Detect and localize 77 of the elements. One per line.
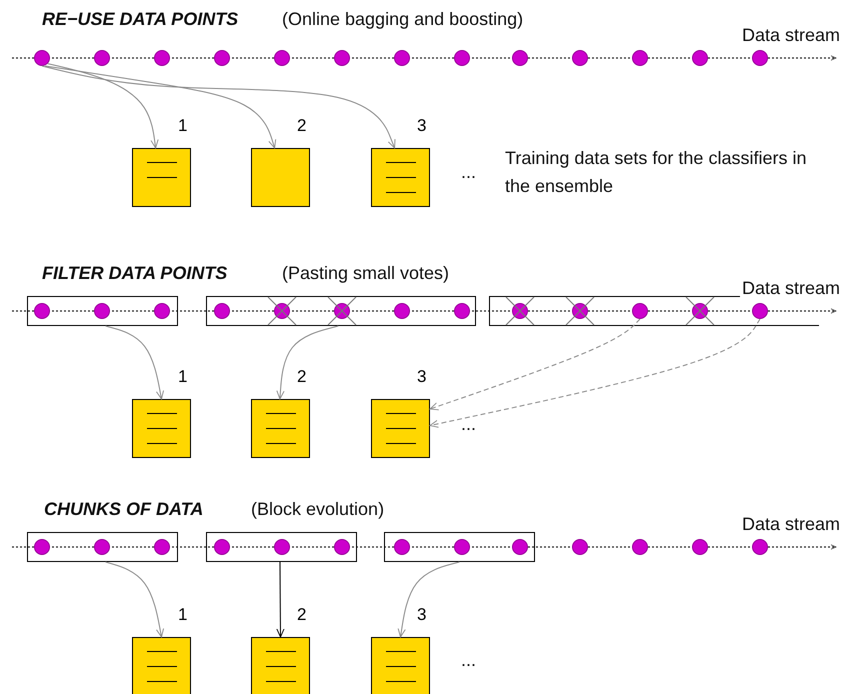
training-set-box [251,148,310,207]
arrow [42,66,396,148]
data-window [384,532,535,562]
data-point [154,50,170,66]
data-point [94,539,110,555]
data-point [692,50,708,66]
classifier-number: 3 [417,368,426,386]
training-set-box [371,399,430,458]
data-point [454,303,470,319]
arrow [276,326,339,400]
data-window [27,296,178,326]
classifier-number: 1 [178,117,188,135]
classifier-number: 1 [178,606,188,624]
training-set-box [371,637,430,694]
data-point [214,50,230,66]
label-text: (Block evolution) [251,499,384,519]
arrow [276,562,284,638]
data-point [214,303,230,319]
data-point [34,539,50,555]
data-point [334,539,350,555]
data-point [752,539,768,555]
data-point [94,303,110,319]
data-point [632,303,648,319]
arrow [430,318,640,410]
training-set-box [251,637,310,694]
data-point [394,50,410,66]
label-text: ... [461,162,476,182]
classifier-number: 3 [417,117,426,135]
data-point [692,539,708,555]
training-set-box [132,148,191,207]
data-point [512,539,528,555]
classifier-number: 2 [297,606,306,624]
data-point [214,539,230,555]
data-point [154,539,170,555]
data-window [27,532,178,562]
data-point [752,303,768,319]
data-point [274,50,290,66]
section-title: CHUNKS OF DATA [44,499,204,519]
data-point [632,539,648,555]
training-set-box [132,637,191,694]
section-title: FILTER DATA POINTS [42,263,228,283]
training-set-box [371,148,430,207]
classifier-number: 2 [297,368,306,386]
arrow [398,562,460,638]
data-point [454,539,470,555]
label-text: (Online bagging and boosting) [282,9,524,29]
data-point [34,303,50,319]
classifier-number: 1 [178,368,188,386]
label-text: ... [461,414,476,434]
data-point [572,539,588,555]
arrow [430,318,760,428]
classifier-number: 2 [297,117,306,135]
data-point [94,50,110,66]
data-window [206,296,476,326]
arrow [47,63,159,148]
label-text: (Pasting small votes) [282,263,450,283]
data-point [454,50,470,66]
label-text: ... [461,650,476,670]
classifier-number: 3 [417,606,426,624]
data-point [572,50,588,66]
section-title: RE−USE DATA POINTS [42,9,238,29]
data-point [752,50,768,66]
data-point [394,303,410,319]
training-set-box [132,399,191,458]
data-point [512,50,528,66]
arrow [105,562,164,638]
arrow [105,326,164,400]
data-point [632,50,648,66]
data-point [274,539,290,555]
data-point [334,50,350,66]
arrow [44,66,276,148]
data-window [206,532,357,562]
description-text: Training data sets for the classifiers in the ensemble [505,147,808,198]
data-point [34,50,50,66]
data-point [154,303,170,319]
data-point [394,539,410,555]
training-set-box [251,399,310,458]
